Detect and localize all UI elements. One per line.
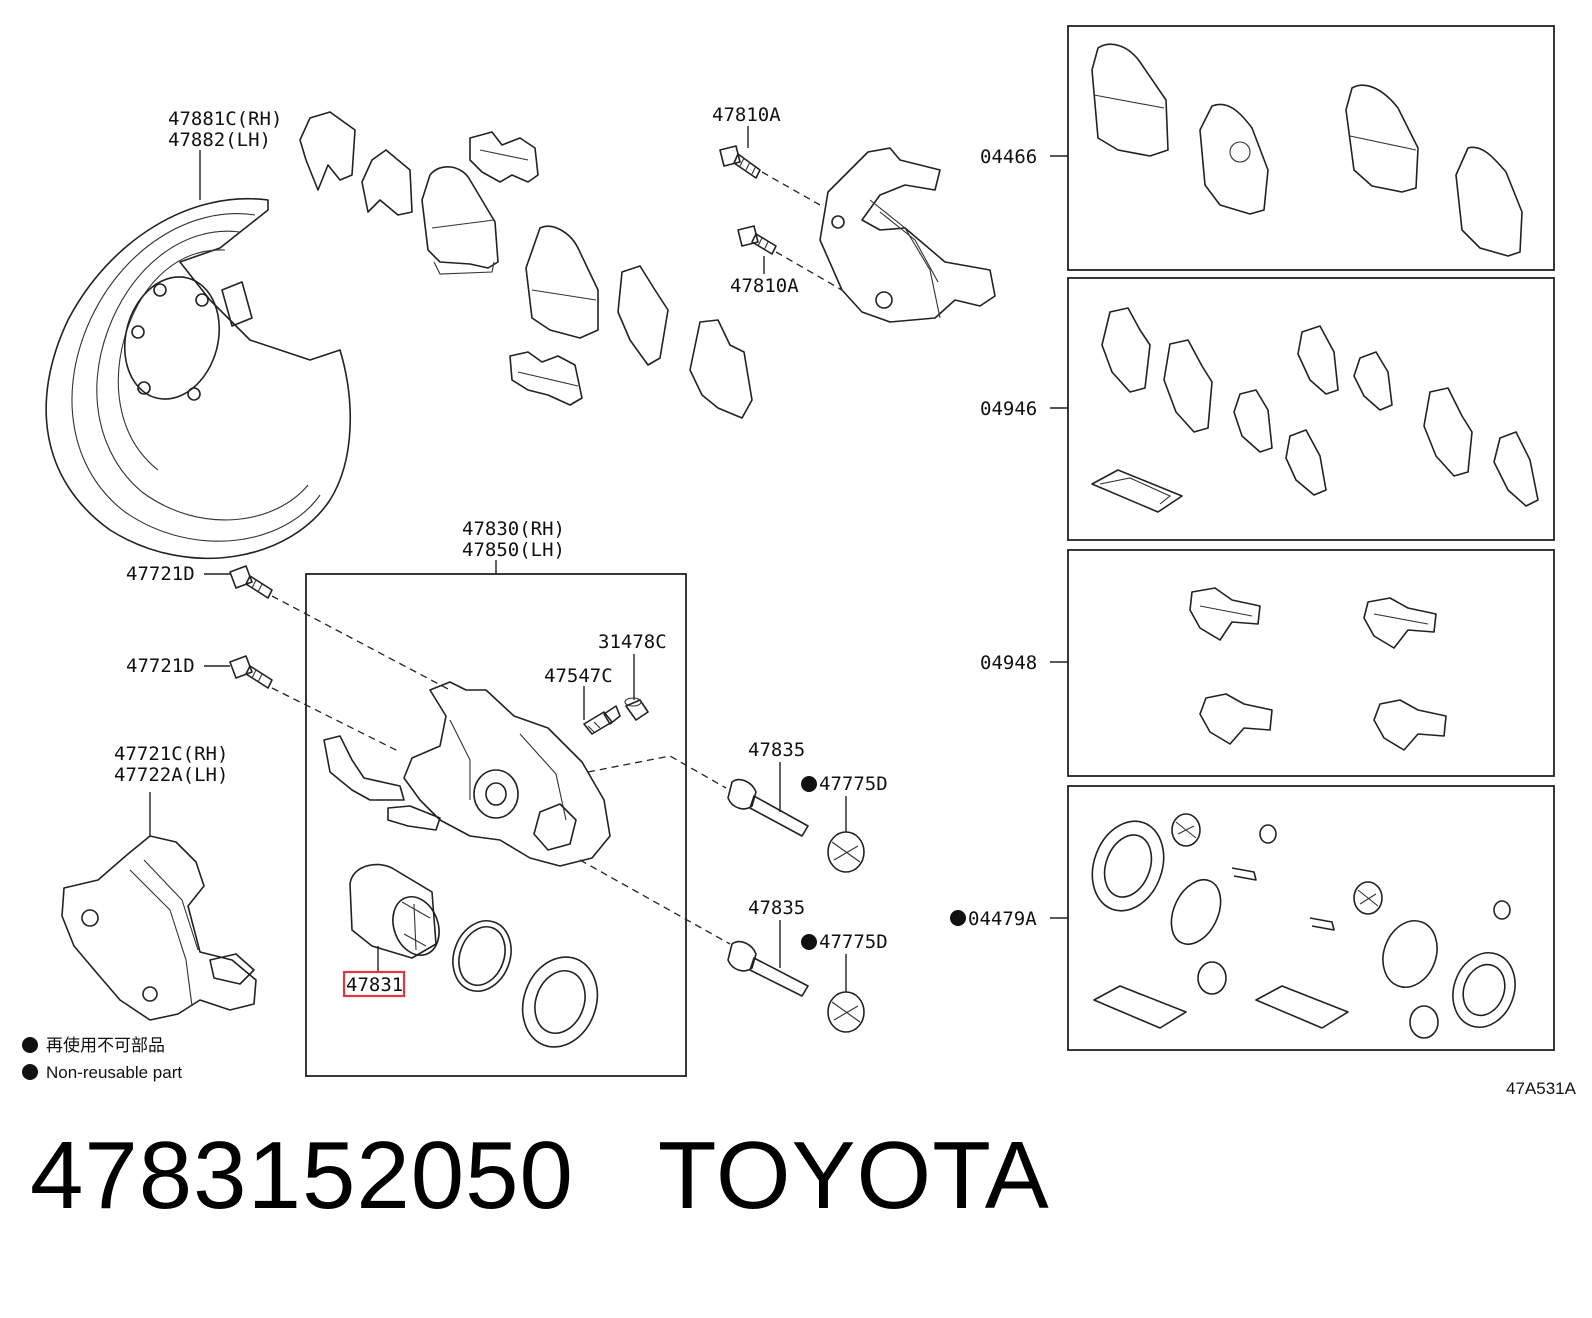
kit-box-fitting-kit[interactable] [1067,549,1555,777]
legend-text-zh: 再使用不可部品 [46,1035,165,1055]
anti-squeal-shim-top-left[interactable] [299,111,413,216]
piston-highlight-box [342,970,406,998]
bleeder-plug-part[interactable] [583,705,621,735]
slide-pin-2-label: 47835 [748,897,805,919]
bolt-1-label: 47721D [126,563,195,585]
slide-pin-1-part[interactable] [727,778,809,837]
bleeder-cap-part[interactable] [624,697,649,721]
mounting-label-rh: 47721C(RH) [114,743,228,765]
slide-pin-boot-1-part[interactable] [827,831,865,873]
dust-cover-label-rh: 47881C(RH) [168,108,282,130]
caliper-bracket-part[interactable] [819,147,996,323]
kit-box-shim-kit[interactable] [1067,277,1555,541]
slide-pin-1-label: 47835 [748,739,805,761]
pad-support-plate-top[interactable] [469,131,539,183]
bolt-bottom-label: 47810A [730,275,799,297]
fitting-kit-label: 04948 [980,652,1037,674]
mounting-bracket-part[interactable] [61,835,257,1021]
anti-squeal-shim-center[interactable] [617,265,753,419]
bolt-1-guide-line [271,595,451,691]
caliper-body-part[interactable] [323,681,611,867]
bolt-2-label: 47721D [126,655,195,677]
part-number: 4783152050 [30,1122,574,1229]
bolt-top-label: 47810A [712,104,781,126]
brake-pad-center[interactable] [525,225,599,339]
dust-cover-part[interactable] [45,198,352,560]
bolt-2-guide-line [271,687,401,753]
caliper-assembly-label-lh: 47850(LH) [462,539,565,561]
shim-kit-label: 04946 [980,398,1037,420]
boot-2-nonreusable-icon [801,934,817,950]
pad-set-label: 04466 [980,146,1037,168]
cylinder-boot-part[interactable] [510,946,609,1057]
slide-pin-boot-2-part[interactable] [827,991,865,1033]
kit-box-pad-set[interactable] [1067,25,1555,271]
figure-code-label: 47A531A [1506,1079,1577,1098]
brand-name: TOYOTA [657,1122,1050,1229]
caliper-bolt-top-part[interactable] [719,145,761,179]
legend-bullet-zh-icon [22,1037,38,1053]
bleeder-plug-label: 47547C [544,665,613,687]
brake-pad-top-left[interactable] [421,166,499,275]
bleeder-cap-label: 31478C [598,631,667,653]
kit-box-cylinder-kit[interactable] [1067,785,1555,1051]
slide-pin-2-part[interactable] [727,940,809,997]
dust-cover-label-lh: 47882(LH) [168,129,271,151]
piston-label: 47831 [346,974,403,996]
bolt-2-part[interactable] [229,655,273,689]
piston-part[interactable] [349,863,447,962]
legend-bullet-en-icon [22,1064,38,1080]
bolt-1-part[interactable] [229,565,273,599]
boot-1-nonreusable-icon [801,776,817,792]
cylinder-kit-nonreusable-icon [950,910,966,926]
caliper-assembly-label-rh: 47830(RH) [462,518,565,540]
bolt-top-guide-line [761,171,821,206]
boot-1-label: 47775D [819,773,888,795]
pad-support-plate-bottom[interactable] [509,351,583,406]
caliper-bolt-bottom-part[interactable] [737,225,777,255]
slide-pin-2-guide-line [579,859,731,945]
slide-pin-1-guide-line [587,755,727,789]
piston-seal-part[interactable] [443,913,520,1000]
legend-text-en: Non-reusable part [46,1063,182,1082]
bolt-bottom-guide-line [775,251,843,291]
cylinder-kit-label: 04479A [968,908,1037,930]
mounting-label-lh: 47722A(LH) [114,764,228,786]
boot-2-label: 47775D [819,931,888,953]
